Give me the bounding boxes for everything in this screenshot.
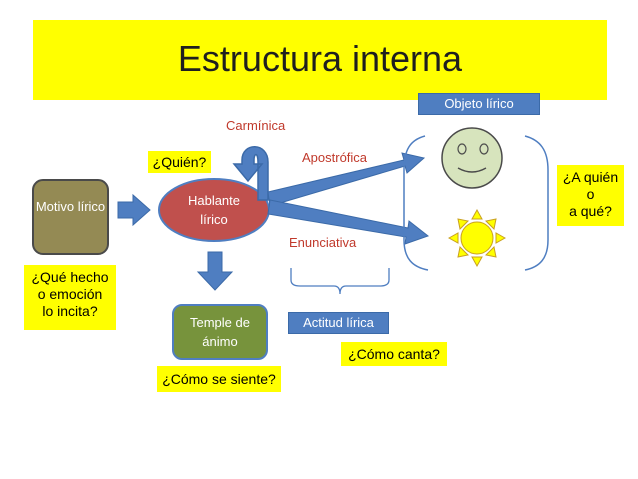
motivo-box <box>32 179 109 255</box>
page-title: Estructura interna <box>177 38 463 79</box>
sun-icon <box>447 208 507 268</box>
arrow-enunciativa <box>267 199 430 245</box>
smiley-eye-left <box>457 143 467 155</box>
arrow-hablante-temple <box>196 251 234 291</box>
actitud-lirica-label: Actitud lírica <box>288 312 389 334</box>
objeto-bracket-right <box>524 135 549 271</box>
question-a-quien: ¿A quién o a qué? <box>557 165 624 226</box>
question-que-hecho: ¿Qué hecho o emoción lo incita? <box>24 265 116 330</box>
question-quien: ¿Quién? <box>148 151 211 173</box>
carminica-label: Carmínica <box>226 118 286 133</box>
apostrofica-label: Apostrófica <box>302 150 368 165</box>
temple-label: Temple de ánimo <box>190 315 250 349</box>
smiley-face-icon <box>441 127 503 189</box>
enunciativa-label: Enunciativa <box>289 235 357 250</box>
smiley-mouth <box>457 167 487 173</box>
hablante-label: Hablante lírico <box>187 193 241 227</box>
arrow-carminica <box>232 146 269 201</box>
motivo-label: Motivo lírico <box>35 199 106 214</box>
objeto-lirico-label: Objeto lírico <box>418 93 540 115</box>
title-bar <box>33 20 607 100</box>
temple-box <box>172 304 268 360</box>
arrow-motivo-hablante <box>117 193 151 227</box>
arrow-apostrofica <box>267 152 426 207</box>
objeto-bracket <box>403 135 429 271</box>
question-como-canta: ¿Cómo canta? <box>341 342 447 366</box>
actitud-brace <box>290 268 390 295</box>
smiley-eye-right <box>479 143 489 155</box>
question-como-siente: ¿Cómo se siente? <box>157 366 281 392</box>
